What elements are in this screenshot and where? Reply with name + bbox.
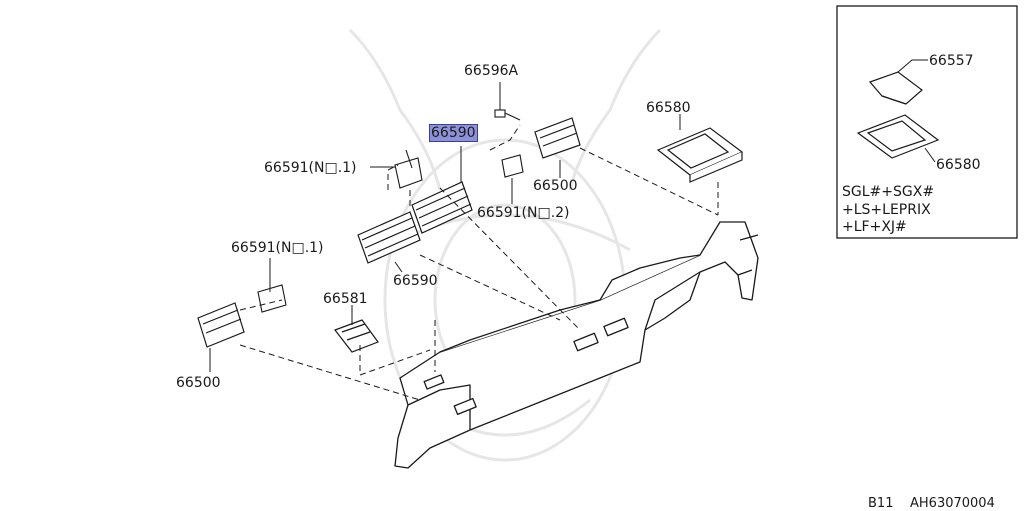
callout-66590-bottom[interactable]: 66590 [393,273,438,289]
leader-lines [209,82,681,372]
callout-66581[interactable]: 66581 [323,291,368,307]
bracket-no1-left [257,284,287,313]
footer-section: B11 [868,496,894,511]
tray-66580-inset [856,114,940,159]
inset-note-line1: SGL#+SGX# [842,184,935,200]
callout-66500-left[interactable]: 66500 [176,375,221,391]
callout-66500-right[interactable]: 66500 [533,178,578,194]
dashboard-panel [394,221,759,469]
inset-note-line3: +LF+XJ# [842,219,907,235]
footer-code: AH63070004 [910,496,995,511]
vent-center-right [411,181,473,234]
vent-left-66500 [197,302,245,348]
callout-66591-no1-top[interactable]: 66591(N□.1) [264,160,357,176]
callout-66591-no2[interactable]: 66591(N□.2) [477,205,570,221]
inset-box [836,5,1018,239]
cup-66557 [868,71,923,105]
callout-66591-no1-left[interactable]: 66591(N□.1) [231,240,324,256]
vent-right-66500 [534,117,581,159]
vent-66581 [334,319,379,353]
inset-callout-66580[interactable]: 66580 [936,157,981,173]
callout-66590-highlighted[interactable]: 66590 [429,124,478,142]
inset-callout-66557[interactable]: 66557 [929,53,974,69]
callout-66596a[interactable]: 66596A [464,63,519,79]
inset-note-line2: +LS+LEPRIX [842,202,931,218]
dashed-guides [239,124,719,401]
vent-center-left [357,211,421,264]
bracket-no1-top [394,149,423,189]
tray-66580 [656,127,744,183]
clip-66596a [494,109,521,121]
callout-66580[interactable]: 66580 [646,100,691,116]
bracket-no2 [501,154,524,178]
